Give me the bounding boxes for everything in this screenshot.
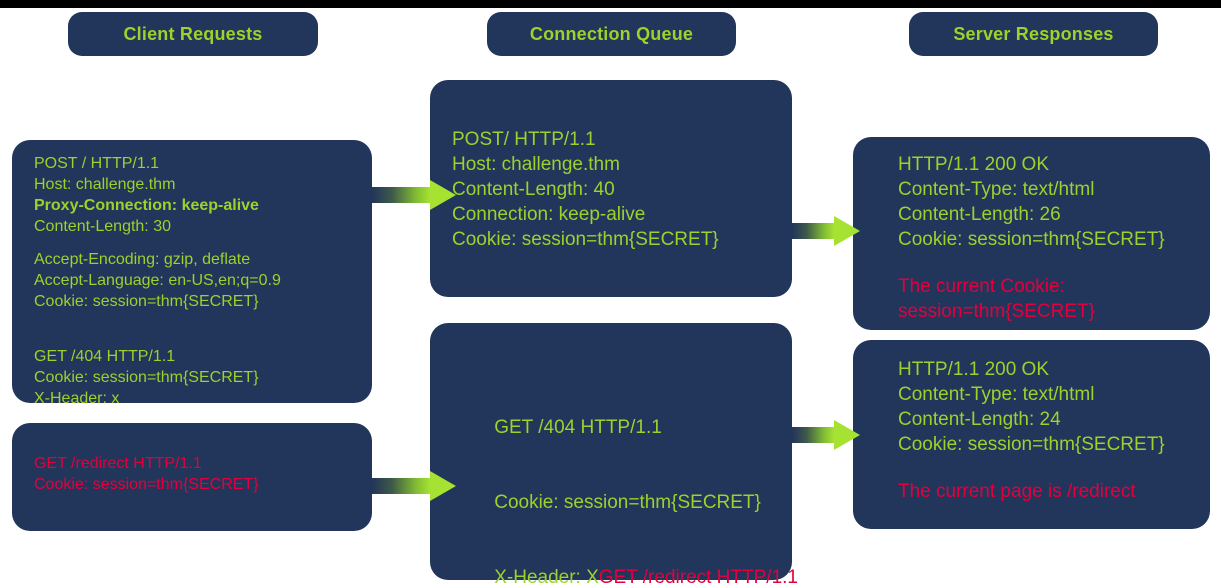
column-header-connection-queue: Connection Queue xyxy=(487,12,736,56)
response-line: HTTP/1.1 200 OK xyxy=(898,359,1050,380)
arrow-shaft xyxy=(792,223,834,239)
request-line: Accept-Language: en-US,en;q=0.9 xyxy=(34,272,281,289)
line-spacer xyxy=(898,457,1196,479)
response-line: Content-Length: 24 xyxy=(898,409,1061,430)
arrow-head-icon xyxy=(430,180,456,210)
queued-line-segment: X-Header: X xyxy=(494,567,599,587)
column-header-label: Server Responses xyxy=(953,23,1114,44)
arrow-request1-to-queue1 xyxy=(372,180,456,210)
response-line: Content-Length: 26 xyxy=(898,204,1061,225)
queued-line-segment: Cookie: session=thm{SECRET} xyxy=(494,492,761,513)
arrow-shaft xyxy=(372,187,430,203)
request-line: Cookie: session=thm{SECRET} xyxy=(34,476,259,493)
client-request-card-1: POST / HTTP/1.1 Host: challenge.thm Prox… xyxy=(12,140,372,407)
queued-line: Host: challenge.thm xyxy=(452,154,620,175)
arrow-head-icon xyxy=(430,471,456,501)
server-response-card-2: HTTP/1.1 200 OK Content-Type: text/html … xyxy=(853,340,1210,529)
queued-line-segment: GET /404 HTTP/1.1 xyxy=(494,417,662,438)
column-header-client-requests: Client Requests xyxy=(68,12,318,56)
request-line: GET /redirect HTTP/1.1 xyxy=(34,455,202,472)
request-line: GET /404 HTTP/1.1 xyxy=(34,348,176,365)
response-line: Content-Type: text/html xyxy=(898,384,1095,405)
response-line: Cookie: session=thm{SECRET} xyxy=(898,434,1165,455)
response-line: HTTP/1.1 200 OK xyxy=(898,154,1050,175)
queued-line: Connection: keep-alive xyxy=(452,204,646,225)
column-header-server-responses: Server Responses xyxy=(909,12,1158,56)
arrow-head-icon xyxy=(834,420,860,450)
queued-line: Cookie: session=thm{SECRET} xyxy=(452,229,719,250)
line-spacer xyxy=(898,252,1196,274)
arrow-head-icon xyxy=(834,216,860,246)
top-black-bar xyxy=(0,0,1221,8)
request-line: POST / HTTP/1.1 xyxy=(34,155,160,172)
request-line: Host: challenge.thm xyxy=(34,176,176,193)
response-note-line: The current Cookie: xyxy=(898,276,1065,297)
response-line: Content-Type: text/html xyxy=(898,179,1095,200)
arrow-shaft xyxy=(372,478,430,494)
queued-line: POST/ HTTP/1.1 xyxy=(452,129,596,150)
server-response-card-1: HTTP/1.1 200 OK Content-Type: text/html … xyxy=(853,137,1210,330)
queued-request-card-2: GET /404 HTTP/1.1 Cookie: session=thm{SE… xyxy=(430,323,798,587)
arrow-queue2-to-response2 xyxy=(792,420,860,450)
queued-request-card-1: POST/ HTTP/1.1 Host: challenge.thm Conte… xyxy=(430,80,792,297)
line-spacer xyxy=(34,312,358,334)
request-line: Content-Length: 30 xyxy=(34,218,171,235)
client-request-card-3: GET /redirect HTTP/1.1 Cookie: session=t… xyxy=(12,423,372,531)
column-header-label: Connection Queue xyxy=(529,23,694,44)
response-note-line: The current page is /redirect xyxy=(898,481,1136,502)
queued-line: Cookie: session=thm{SECRET} xyxy=(452,465,778,540)
arrow-request3-to-queue2 xyxy=(372,471,456,501)
request-line: Cookie: session=thm{SECRET} xyxy=(34,369,259,386)
line-spacer xyxy=(34,237,358,249)
request-line: X-Header: x xyxy=(34,390,120,407)
queued-line-segment-smuggled: GET /redirect HTTP/1.1 xyxy=(598,567,798,587)
request-line: Cookie: session=thm{SECRET} xyxy=(34,293,259,310)
queued-line: GET /404 HTTP/1.1 xyxy=(452,390,778,465)
column-header-label: Client Requests xyxy=(123,23,263,44)
line-spacer xyxy=(34,334,358,346)
response-note-line: session=thm{SECRET} xyxy=(898,301,1095,322)
request-line: Accept-Encoding: gzip, deflate xyxy=(34,251,251,268)
request-line-highlighted: Proxy-Connection: keep-alive xyxy=(34,197,259,214)
arrow-queue1-to-response1 xyxy=(792,216,860,246)
arrow-shaft xyxy=(792,427,834,443)
queued-line-smuggled-boundary: X-Header: XGET /redirect HTTP/1.1 xyxy=(452,540,798,587)
response-line: Cookie: session=thm{SECRET} xyxy=(898,229,1165,250)
queued-line: Content-Length: 40 xyxy=(452,179,615,200)
